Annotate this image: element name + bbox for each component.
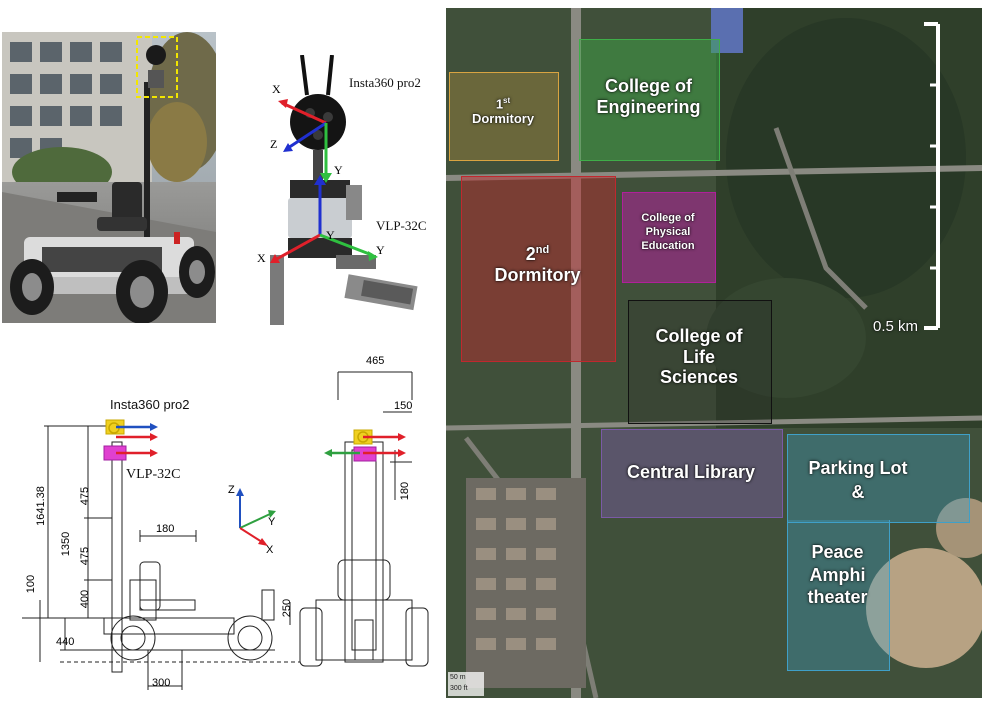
corner-scale: 50 m 300 ft <box>448 672 484 696</box>
label-dorm1-suffix: st <box>503 96 511 105</box>
label-peace-amphitheater: Peace Amphi theater <box>787 541 888 609</box>
camera-axis-z-label: Z <box>270 137 278 151</box>
robot-photo <box>2 32 216 323</box>
lidar-axis-x-label: X <box>257 251 266 265</box>
label-pe-line1: College of <box>641 212 695 224</box>
drawing-axis-z-label: Z <box>228 484 235 496</box>
dim-150: 150 <box>394 400 413 412</box>
dim-300: 300 <box>152 677 171 689</box>
label-eng-line2: Engineering <box>596 96 701 117</box>
dim-465: 465 <box>366 355 385 367</box>
sensor-frame-diagram: Insta360 pro2 VLP-32C X Z Y Y X Y <box>250 54 440 330</box>
dim-100: 100 <box>25 574 37 594</box>
dim-mid-475: 475 <box>79 546 91 566</box>
dim-250: 250 <box>281 598 293 618</box>
camera-axis-y-label: Y <box>334 163 343 177</box>
label-dorm2-word: Dormitory <box>494 264 581 285</box>
camera-axis-x-label: X <box>272 82 281 96</box>
corner-scale-meters: 50 m <box>450 674 466 681</box>
sensor-illustration <box>270 54 418 325</box>
label-life-line3: Sciences <box>659 367 739 388</box>
label-park-line3: Peace <box>811 542 864 562</box>
label-college-of-life-sciences: College of Life Sciences <box>628 326 770 388</box>
label-college-of-physical-education: College of Physical Education <box>622 212 714 253</box>
dim-lower-height: 1350 <box>60 531 72 557</box>
label-college-of-engineering: College of Engineering <box>579 76 718 117</box>
label-pe-line3: Education <box>641 239 695 252</box>
label-pe-line2: Physical <box>645 225 691 238</box>
label-2nd-dormitory: 2nd Dormitory <box>461 244 614 285</box>
campus-map: 1st Dormitory College of Engineering 2nd… <box>446 8 982 698</box>
label-park-line5: theater <box>807 587 868 607</box>
engineering-drawing: Insta360 pro2 VLP-32C Z Y X 1641.38 1350… <box>0 350 440 698</box>
dim-180-v: 180 <box>399 481 411 501</box>
map-scale-label: 0.5 km <box>872 318 918 335</box>
drawing-axis-y-label: Y <box>268 516 276 528</box>
corner-scale-feet: 300 ft <box>450 685 468 692</box>
lidar-axis-y-label: Y <box>376 243 385 257</box>
region-college-of-life-sciences <box>628 300 772 424</box>
label-park-line1: Parking Lot <box>808 458 908 478</box>
lidar-axes <box>270 175 378 263</box>
sensor-camera-label: Insta360 pro2 <box>349 75 421 90</box>
label-eng-line1: College of <box>604 76 692 96</box>
region-central-library <box>601 429 783 518</box>
label-park-line2: & <box>851 482 865 503</box>
region-amphitheater <box>787 520 890 671</box>
label-parking-lot: Parking Lot & <box>787 456 929 505</box>
map-scale-bar <box>922 22 942 330</box>
drawing-axis-x-label: X <box>266 544 274 556</box>
dim-total-height: 1641.38 <box>35 486 47 526</box>
label-dorm1-number: 1 <box>495 96 504 112</box>
dim-upper-475: 475 <box>79 486 91 506</box>
robot-photo-illustration <box>2 32 216 323</box>
dim-400: 400 <box>79 589 91 609</box>
label-life-line2: Life <box>682 346 715 367</box>
label-life-line1: College of <box>655 326 743 346</box>
label-dorm2-number: 2 <box>525 244 536 264</box>
label-central-library: Central Library <box>626 462 756 482</box>
sensor-lidar-label: VLP-32C <box>376 218 427 233</box>
scale-bar-lines <box>924 22 940 330</box>
drawing-lidar-label: VLP-32C <box>126 467 181 482</box>
dim-180-h: 180 <box>156 523 175 535</box>
drawing-arrows <box>116 423 406 457</box>
label-dorm2-suffix: nd <box>535 244 550 256</box>
region-college-of-physical-education <box>622 192 716 283</box>
camera-axes <box>278 99 332 183</box>
region-college-of-engineering <box>579 39 720 161</box>
region-parking-lot <box>787 434 970 523</box>
drawing-camera-label: Insta360 pro2 <box>110 397 190 412</box>
label-1st-dormitory: 1st Dormitory <box>449 96 557 127</box>
dim-440: 440 <box>56 636 75 648</box>
region-2nd-dormitory <box>461 176 616 362</box>
label-park-line4: Amphi <box>809 564 866 585</box>
drawing-lines <box>22 371 429 690</box>
label-dorm1-word: Dormitory <box>471 111 535 127</box>
region-1st-dormitory <box>449 72 559 161</box>
drawing-axes <box>236 488 276 546</box>
lidar-axis-y-top-label: Y <box>326 228 335 242</box>
